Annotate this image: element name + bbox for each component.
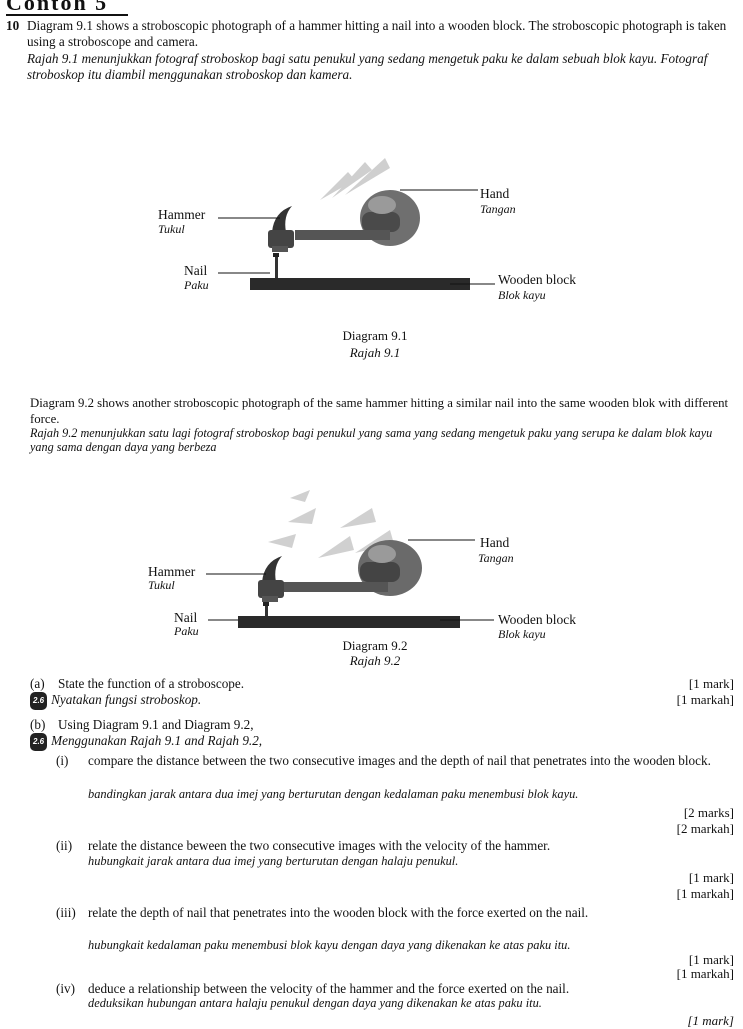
part-b-iv-question: deduce a relationship between the veloci… <box>88 981 570 996</box>
nail-label: Nail <box>174 610 198 625</box>
hand-label: Hand <box>480 535 510 550</box>
block-label-ms: Blok kayu <box>498 288 546 302</box>
hand-label-ms: Tangan <box>480 202 516 216</box>
hand-label: Hand <box>480 186 510 201</box>
diagram-9-1: Hammer Tukul Nail Paku Hand Tangan Woode… <box>150 150 620 343</box>
block-label-ms: Blok kayu <box>498 627 546 641</box>
question-number: 10 <box>6 18 20 33</box>
question-intro-ms: Rajah 9.1 menunjukkan fotograf strobosko… <box>27 51 708 82</box>
part-b-iii-mark: [1 mark] <box>688 952 734 967</box>
part-b-i-mark: [2 marks] <box>683 805 734 820</box>
diagram-9-2-illustration <box>206 490 494 628</box>
part-b-iii-label: (iii) <box>56 905 76 920</box>
diagram-caption-ms: Rajah 9.1 <box>349 345 401 360</box>
hammer-handle <box>295 230 390 240</box>
diagram-caption-ms: Rajah 9.2 <box>349 653 401 668</box>
hand-blur <box>268 490 394 558</box>
page-header: Contoh 5 <box>6 0 109 15</box>
part-b-ii-mark-ms: [1 markah] <box>676 886 734 901</box>
hammer-label-ms: Tukul <box>158 222 185 236</box>
diagram-caption: Diagram 9.1 <box>342 328 408 343</box>
part-b-i-question: compare the distance between the two con… <box>88 753 711 768</box>
intro2-ms: Rajah 9.2 menunjukkan satu lagi fotograf… <box>30 426 713 454</box>
diagram-caption: Diagram 9.2 <box>342 638 408 653</box>
hammer-label: Hammer <box>148 564 196 579</box>
part-a-question: State the function of a stroboscope. <box>58 676 245 691</box>
nail-label-ms: Paku <box>174 624 199 638</box>
hand-label-ms: Tangan <box>478 551 514 565</box>
part-a-mark-ms: [1 markah] <box>676 692 734 707</box>
intro2-en: Diagram 9.2 shows another stroboscopic p… <box>30 396 729 426</box>
part-a-mark: [1 mark] <box>688 676 734 691</box>
diagram-9-2: Hammer Tukul Nail Paku Hand Tangan Woode… <box>140 478 610 668</box>
wooden-block <box>238 616 460 628</box>
hammer-icon <box>268 206 294 252</box>
part-b-ii-question: relate the distance beween the two conse… <box>88 838 551 853</box>
hammer-icon <box>258 556 284 602</box>
part-b-ii-question-ms: hubungkait jarak antara dua imej yang be… <box>88 854 459 868</box>
hand-blur <box>320 158 390 200</box>
skill-tag: 2.6 <box>30 733 48 751</box>
header-underline <box>6 14 128 16</box>
part-b-question: Using Diagram 9.1 and Diagram 9.2, <box>58 717 254 732</box>
nail-icon <box>263 602 269 618</box>
hammer-label: Hammer <box>158 207 206 222</box>
part-b-i-mark-ms: [2 markah] <box>676 821 734 836</box>
part-b-i-label: (i) <box>56 753 69 768</box>
hammer-label-ms: Tukul <box>148 578 175 592</box>
part-b-iv-mark: [1 mark] <box>687 1013 734 1028</box>
part-b-ii-mark: [1 mark] <box>688 870 734 885</box>
part-b-label: (b) <box>30 717 46 732</box>
block-label: Wooden block <box>498 272 577 287</box>
part-b-iv-label: (iv) <box>56 981 76 996</box>
skill-tag: 2.6 <box>30 692 48 710</box>
nail-label: Nail <box>184 263 208 278</box>
diagram-9-1-illustration <box>218 158 495 290</box>
wooden-block <box>250 278 470 290</box>
part-b-iii-question-ms: hubungkait kedalaman paku menembusi blok… <box>88 938 571 952</box>
part-a-label: (a) <box>30 676 45 691</box>
question-intro-en: Diagram 9.1 shows a stroboscopic photogr… <box>27 18 727 49</box>
part-b-i-question-ms: bandingkan jarak antara dua imej yang be… <box>88 787 579 801</box>
part-b-iv-question-ms: deduksikan hubungan antara halaju penuku… <box>88 996 542 1010</box>
part-b-iii-question: relate the depth of nail that penetrates… <box>88 905 589 920</box>
part-b-iii-mark-ms: [1 markah] <box>676 966 734 981</box>
part-b-ii-label: (ii) <box>56 838 73 853</box>
hammer-handle <box>278 582 388 592</box>
nail-icon <box>273 253 279 281</box>
block-label: Wooden block <box>498 612 577 627</box>
nail-label-ms: Paku <box>184 278 209 292</box>
